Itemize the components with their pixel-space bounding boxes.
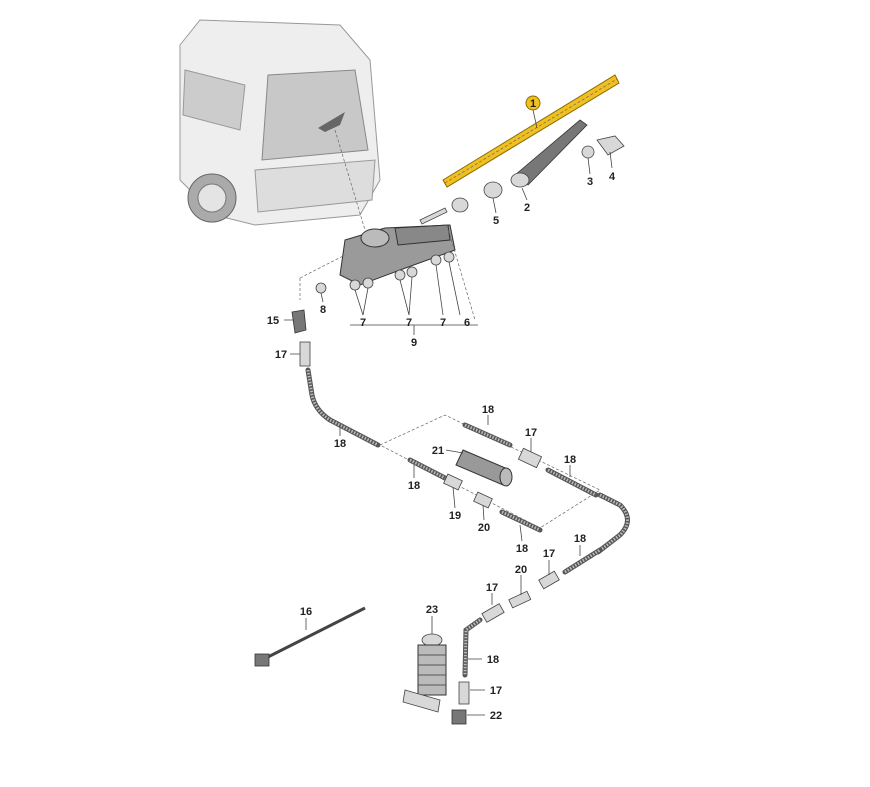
wiper-arm[interactable] [510,119,588,188]
connector-19[interactable] [443,473,463,491]
seal-5[interactable] [483,181,503,199]
washer-pump[interactable] [402,633,447,713]
label-7: 7 [406,317,412,329]
label-17: 17 [275,349,287,361]
nozzle-15[interactable] [291,309,307,334]
label-20: 20 [478,522,490,534]
label-5: 5 [493,215,499,227]
elbow-22[interactable] [451,709,467,725]
van-illustration [179,19,381,226]
label-18: 18 [516,543,528,555]
label-8: 8 [320,304,326,316]
label-17: 17 [490,685,502,697]
cable-tie-16[interactable] [261,606,366,662]
label-9: 9 [411,337,417,349]
label-18: 18 [408,480,420,492]
label-16: 16 [300,606,312,618]
label-7: 7 [360,317,366,329]
wiper-motor[interactable] [339,224,456,286]
label-3: 3 [587,176,593,188]
label-15: 15 [267,315,279,327]
label-18: 18 [574,533,586,545]
label-18: 18 [487,654,499,666]
highlight-marker [525,95,541,111]
label-1: 1 [530,98,536,110]
wiper-blade[interactable] [442,74,620,188]
label-21: 21 [432,445,444,457]
label-20: 20 [515,564,527,576]
nut-8[interactable] [315,282,327,294]
connector-20[interactable] [473,491,493,509]
cap-4[interactable] [596,135,625,156]
label-17: 17 [543,548,555,560]
connector-17[interactable] [299,341,311,367]
label-6: 6 [464,317,470,329]
label-22: 22 [490,710,502,722]
label-19: 19 [449,510,461,522]
label-17: 17 [525,427,537,439]
label-18: 18 [334,438,346,450]
label-18: 18 [564,454,576,466]
label-7: 7 [440,317,446,329]
label-17: 17 [486,582,498,594]
grommets-7[interactable] [349,251,455,291]
label-18: 18 [482,404,494,416]
label-4: 4 [609,171,616,183]
label-23: 23 [426,604,438,616]
nut-3[interactable] [581,145,595,159]
label-2: 2 [524,202,530,214]
filter-21[interactable] [455,449,513,487]
